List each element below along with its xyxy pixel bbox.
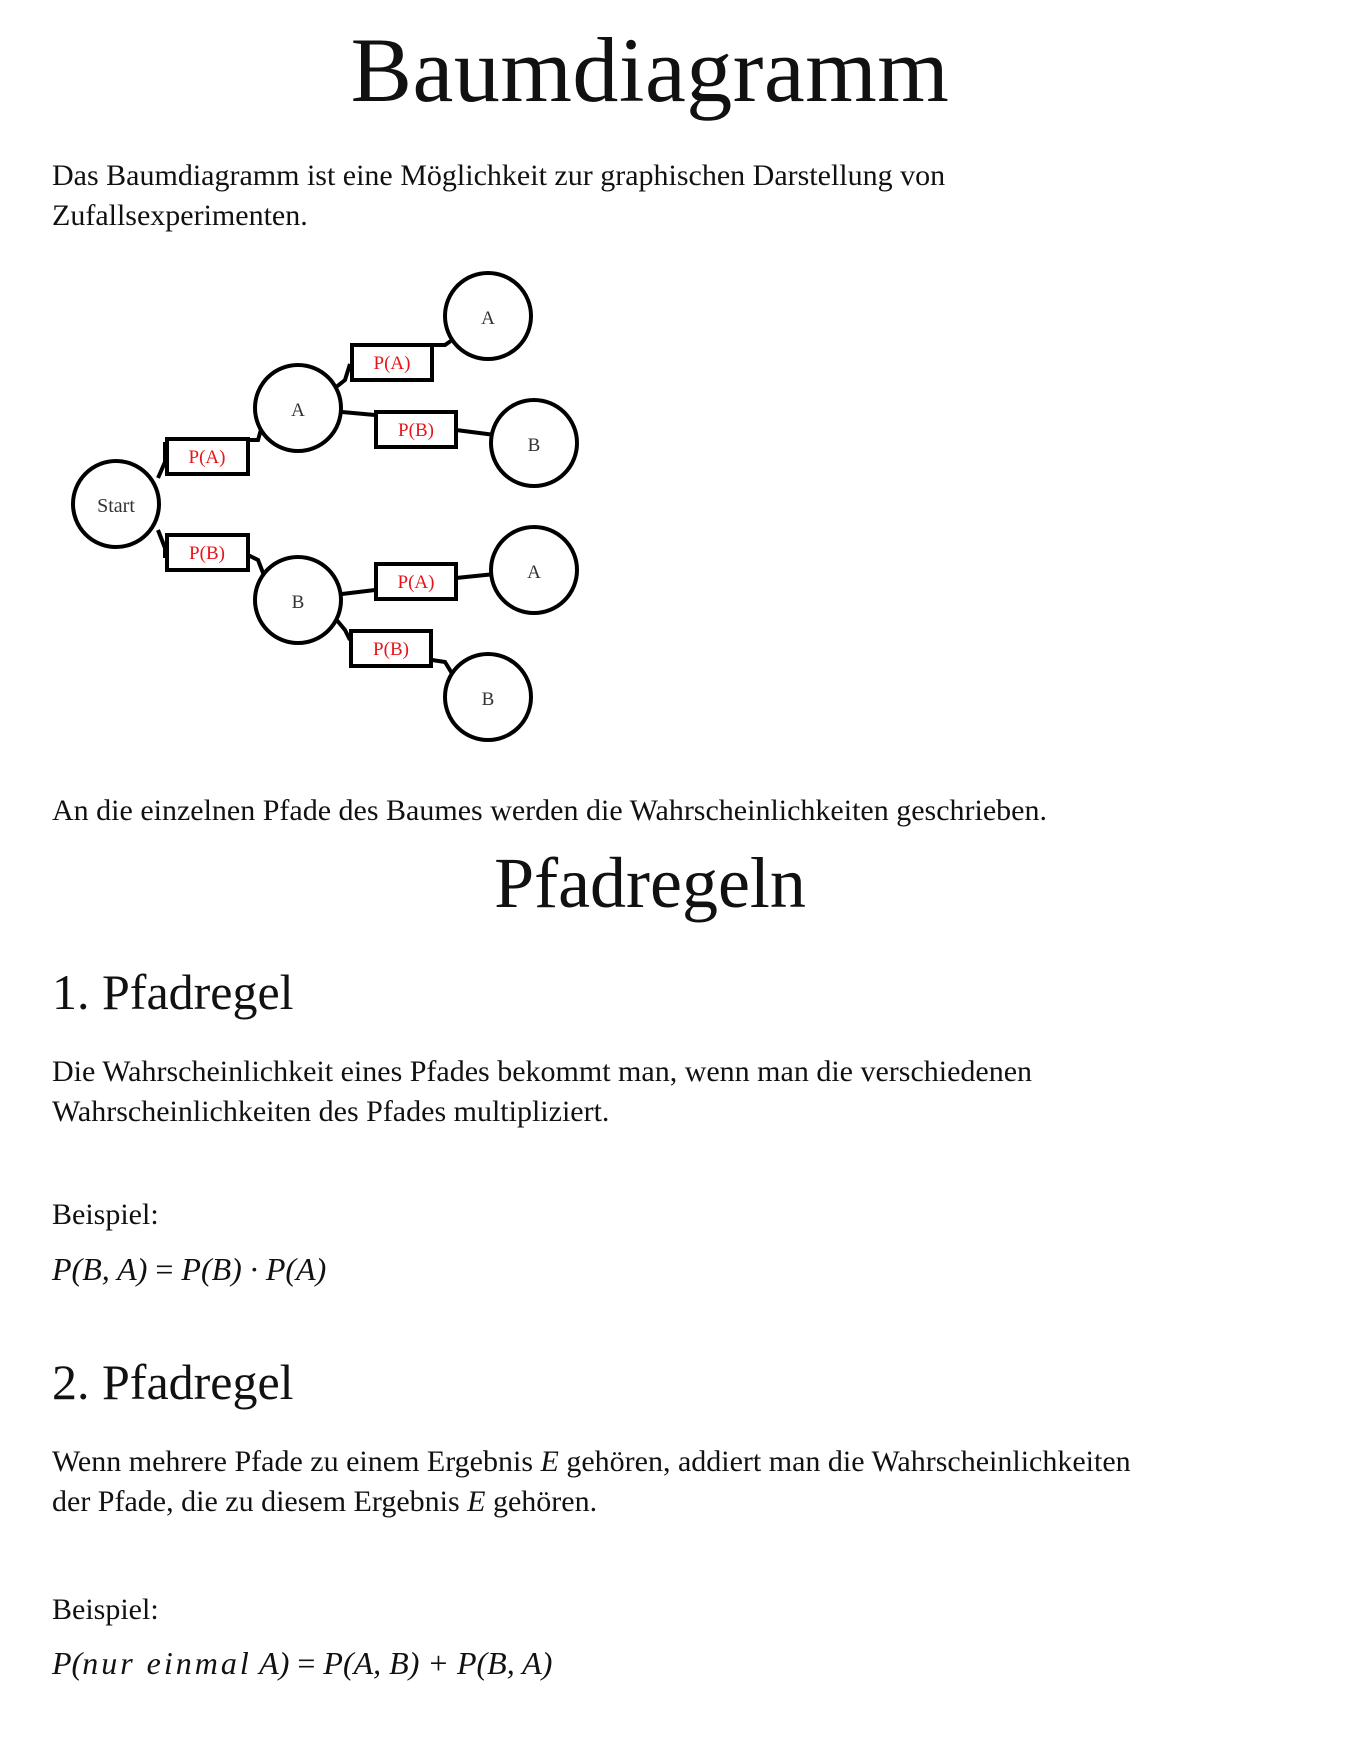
rule1-line: Wahrscheinlichkeiten des Pfades multipli… xyxy=(52,1095,610,1128)
edge-label-start-b: P(B) xyxy=(165,533,250,572)
edge-label-text: P(A) xyxy=(374,353,411,374)
formula-equals: = xyxy=(289,1645,324,1681)
rule1-formula: P(B, A) = P(B) · P(A) xyxy=(52,1248,326,1290)
rule1-example-label: Beispiel: xyxy=(52,1198,159,1231)
rule2-text-part: Wenn mehrere Pfade zu einem Ergebnis xyxy=(52,1445,541,1478)
connector-line xyxy=(333,363,352,390)
formula-lhs-close: A) xyxy=(251,1645,290,1681)
rule2-example-label: Beispiel: xyxy=(52,1593,159,1626)
rule2-text-part: der Pfade, die zu diesem Ergebnis xyxy=(52,1485,468,1518)
node-label: A xyxy=(527,562,541,583)
rule2-formula: P(nur einmal A) = P(A, B) + P(B, A) xyxy=(52,1642,552,1684)
tree-node-ab: B xyxy=(489,398,579,488)
intro-paragraph: Das Baumdiagramm ist eine Möglichkeit zu… xyxy=(52,156,1152,236)
connector-line xyxy=(341,588,376,596)
intro-line: Das Baumdiagramm ist eine Möglichkeit zu… xyxy=(52,159,946,192)
node-label: B xyxy=(482,689,495,710)
tree-node-start: Start xyxy=(71,459,161,549)
formula-rhs: P(B) · P(A) xyxy=(181,1251,327,1287)
node-label: B xyxy=(528,435,541,456)
tree-node-bb: B xyxy=(443,652,533,742)
connector-line xyxy=(156,529,167,558)
edge-label-a-a: P(A) xyxy=(350,343,434,382)
section-title: Pfadregeln xyxy=(494,843,806,923)
rule2-heading: 2. Pfadregel xyxy=(52,1354,294,1410)
page-title: Baumdiagramm xyxy=(350,19,950,121)
connector-line xyxy=(455,428,496,437)
tree-node-ba: A xyxy=(489,525,579,615)
result-variable: E xyxy=(467,1485,486,1518)
edge-label-text: P(B) xyxy=(189,543,225,564)
edge-label-text: P(A) xyxy=(189,447,226,468)
edge-label-start-a: P(A) xyxy=(165,437,250,476)
connector-line xyxy=(341,410,376,417)
rule2-line: der Pfade, die zu diesem Ergebnis E gehö… xyxy=(52,1482,1302,1522)
path-note: An die einzelnen Pfade des Baumes werden… xyxy=(52,794,1047,827)
formula-equals: = xyxy=(147,1251,182,1287)
tree-node-a: A xyxy=(253,363,343,453)
node-label: B xyxy=(292,592,305,613)
rule1-line: Die Wahrscheinlichkeit eines Pfades beko… xyxy=(52,1055,1033,1088)
node-label: A xyxy=(291,400,305,421)
tree-node-b: B xyxy=(253,555,343,645)
formula-rhs: P(A, B) + P(B, A) xyxy=(323,1645,553,1681)
edge-label-text: P(B) xyxy=(398,420,434,441)
result-variable: E xyxy=(540,1445,559,1478)
connector-line xyxy=(455,572,496,580)
formula-lhs: P(B, A) xyxy=(52,1251,148,1287)
edge-label-b-b: P(B) xyxy=(349,629,433,668)
formula-lhs-text: nur einmal xyxy=(82,1645,252,1681)
intro-line: Zufallsexperimenten. xyxy=(52,199,308,232)
edge-label-text: P(A) xyxy=(398,572,435,593)
edge-label-a-b: P(B) xyxy=(374,410,458,449)
rule1-text: Die Wahrscheinlichkeit eines Pfades beko… xyxy=(52,1052,1302,1132)
rule2-line: Wenn mehrere Pfade zu einem Ergebnis E g… xyxy=(52,1442,1302,1482)
rule1-heading: 1. Pfadregel xyxy=(52,964,294,1020)
connector-line xyxy=(156,442,167,479)
node-label: Start xyxy=(97,495,135,517)
rule2-text-part: gehören. xyxy=(485,1485,598,1518)
rule2-text-part: gehören, addiert man die Wahrscheinlichk… xyxy=(558,1445,1131,1478)
tree-node-aa: A xyxy=(443,271,533,361)
edge-label-b-a: P(A) xyxy=(374,562,458,601)
edge-label-text: P(B) xyxy=(373,639,409,660)
node-label: A xyxy=(481,308,495,329)
rule2-text: Wenn mehrere Pfade zu einem Ergebnis E g… xyxy=(52,1442,1302,1522)
formula-lhs-open: P( xyxy=(52,1645,83,1681)
